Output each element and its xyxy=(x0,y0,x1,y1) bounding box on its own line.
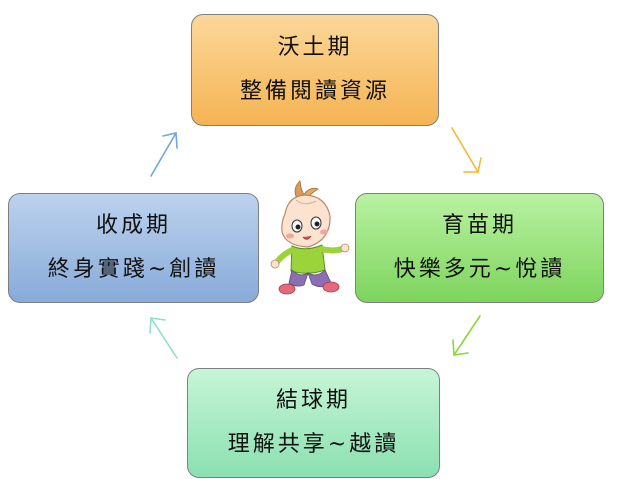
stage-box-top: 沃土期 整備閱讀資源 xyxy=(191,14,439,126)
stage-box-right: 育苗期 快樂多元~悅讀 xyxy=(355,193,604,303)
stage-box-bottom: 結球期 理解共享~越讀 xyxy=(187,368,440,478)
stage-title: 結球期 xyxy=(275,388,351,413)
stage-subtitle: 快樂多元~悅讀 xyxy=(393,257,566,282)
arrow-left-to-top-icon xyxy=(150,132,178,177)
stage-title: 育苗期 xyxy=(441,213,517,238)
onion-baby-mascot-icon xyxy=(270,180,350,295)
stage-box-left: 收成期 終身實踐~創讀 xyxy=(8,193,259,303)
arrow-top-to-right-icon xyxy=(451,127,482,173)
arrow-bottom-to-left-icon xyxy=(149,317,178,359)
stage-title: 收成期 xyxy=(95,213,171,238)
arrow-right-to-bottom-icon xyxy=(452,315,481,356)
stage-subtitle: 終身實踐~創讀 xyxy=(47,257,220,282)
stage-subtitle: 理解共享~越讀 xyxy=(227,432,400,457)
stage-subtitle: 整備閱讀資源 xyxy=(239,79,390,104)
stage-title: 沃土期 xyxy=(277,35,353,60)
